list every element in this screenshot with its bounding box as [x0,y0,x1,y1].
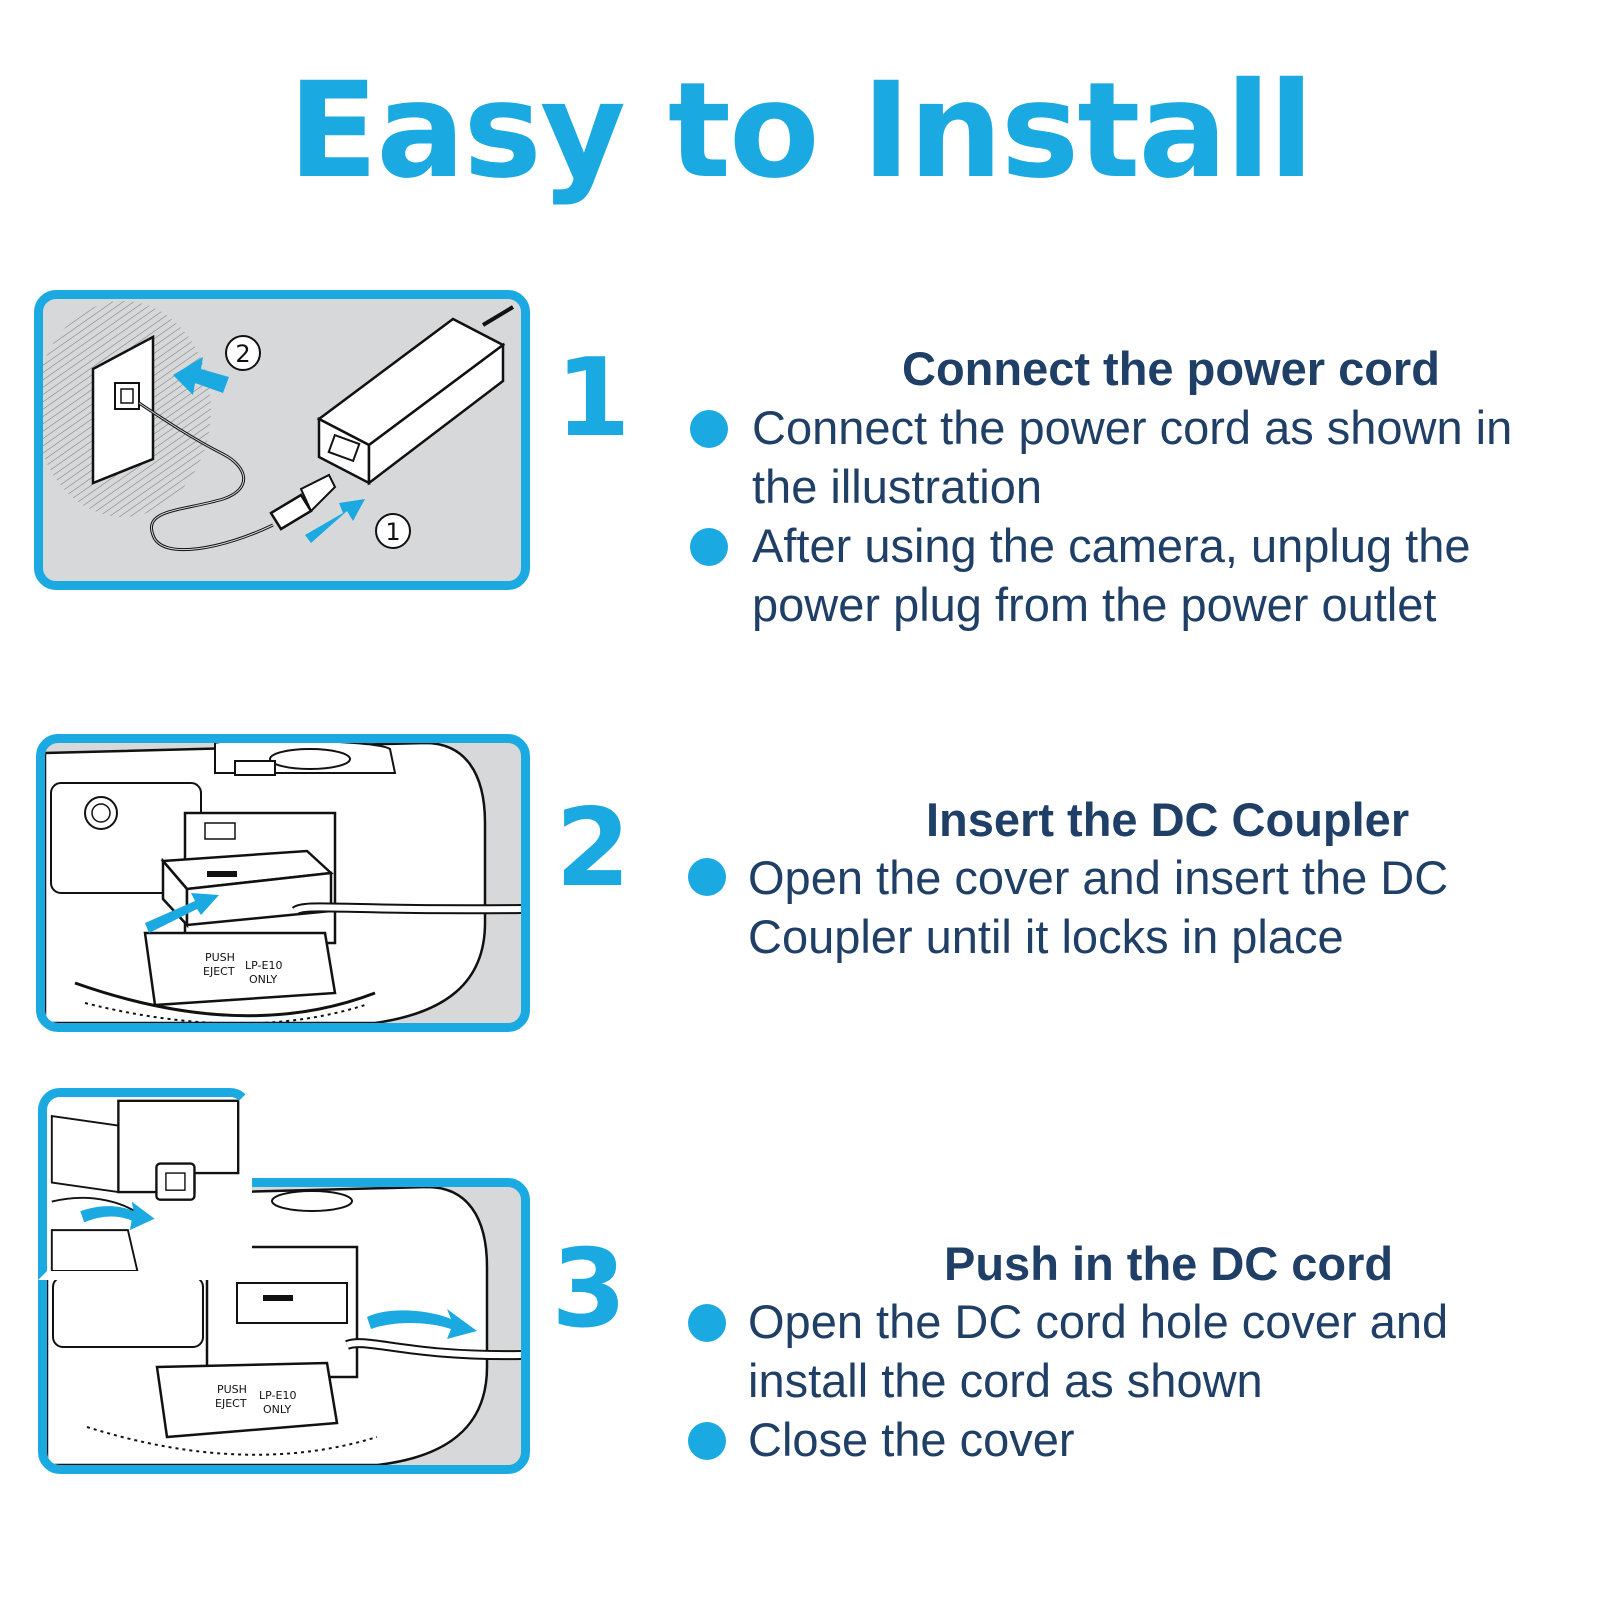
step-3-title: Push in the DC cord [944,1237,1394,1290]
step-3-illustration: PUSH EJECT LP-E10 ONLY [38,1178,530,1474]
step-1-title: Connect the power cord [902,342,1440,395]
svg-text:ONLY: ONLY [263,1403,292,1416]
step-3-bullet-1-line-2: install the cord as shown [748,1354,1263,1407]
step-1-illustration: 2 1 [34,290,530,590]
svg-text:EJECT: EJECT [215,1397,247,1410]
step-1-bullet-2-line-2: power plug from the power outlet [752,578,1437,631]
svg-text:1: 1 [385,518,400,546]
bullet-dot-icon [688,1422,726,1460]
step-3-bullet-2-line-1: Close the cover [748,1413,1075,1466]
step-3-number: 3 [551,1227,627,1352]
arrow-icon [367,1309,477,1339]
bullet-dot-icon [688,1304,726,1342]
arrow-icon [145,893,219,933]
step-2-bullet-1-line-2: Coupler until it locks in place [748,910,1344,963]
svg-text:PUSH: PUSH [217,1383,247,1396]
step-2-illustration: PUSH EJECT LP-E10 ONLY [36,734,530,1032]
step-3-bullet-1-line-1: Open the DC cord hole cover and [748,1295,1449,1348]
svg-text:EJECT: EJECT [203,965,235,978]
bullet-dot-icon [688,858,726,896]
arrow-icon [80,1201,155,1231]
power-adapter-icon [316,305,515,486]
step-2-number: 2 [555,786,631,911]
svg-text:LP-E10: LP-E10 [245,959,282,972]
step-2-title: Insert the DC Coupler [926,793,1410,846]
wall-outlet-icon [91,334,155,485]
power-cord-illustration: 2 1 [43,301,515,552]
page-title: Easy to Install [288,54,1314,208]
camera-icon [50,1097,240,1271]
step-3-inset-illustration [38,1088,252,1280]
bullet-dot-icon [690,528,728,566]
arrow-icon [173,357,365,543]
step-1-bullet-1-line-2: the illustration [752,460,1042,513]
step-1-bullet-1-line-1: Connect the power cord as shown in [752,401,1513,454]
step-1-bullet-2-line-1: After using the camera, unplug the [752,519,1471,572]
step-1-number: 1 [555,336,631,461]
svg-text:ONLY: ONLY [249,973,278,986]
svg-text:PUSH: PUSH [205,951,235,964]
step-2-bullet-1-line-1: Open the cover and insert the DC [748,851,1449,904]
bullet-dot-icon [690,410,728,448]
svg-text:2: 2 [235,340,250,368]
svg-text:LP-E10: LP-E10 [259,1389,296,1402]
camera-icon: PUSH EJECT LP-E10 ONLY [45,743,521,1023]
